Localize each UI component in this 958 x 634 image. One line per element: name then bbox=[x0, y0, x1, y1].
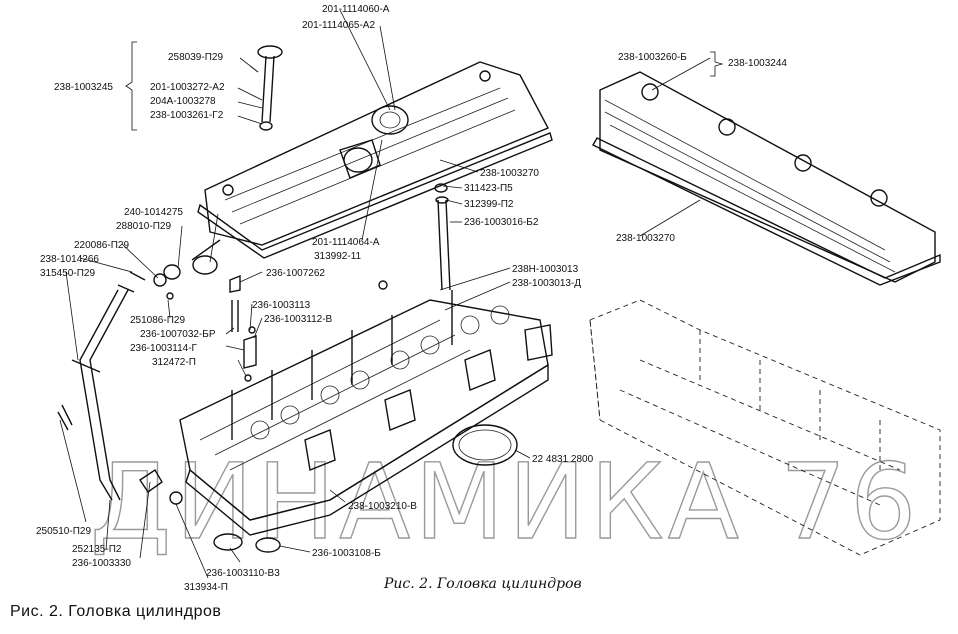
label-250510-p29: 250510-П29 bbox=[36, 526, 91, 537]
label-315450-p29: 315450-П29 bbox=[40, 268, 95, 279]
oil-filler-cap bbox=[339, 105, 409, 179]
label-238-1003245: 238-1003245 bbox=[54, 82, 113, 93]
cylinder-head bbox=[179, 290, 553, 536]
figure-caption: Рис. 2. Головка цилиндров bbox=[383, 576, 582, 592]
label-313934-p: 313934-П bbox=[184, 582, 228, 593]
breather-tube bbox=[57, 239, 221, 501]
label-236-1007262: 236-1007262 bbox=[266, 268, 325, 279]
label-204a-1003278: 204А-1003278 bbox=[150, 96, 216, 107]
page-caption: Рис. 2. Головка цилиндров bbox=[10, 603, 222, 620]
label-236-1007032-br: 236-1007032-БР bbox=[140, 329, 216, 340]
gasket-and-seals bbox=[139, 424, 518, 553]
label-236-1003110-v3: 236-1003110-В3 bbox=[206, 568, 280, 579]
engine-block-outline bbox=[589, 299, 941, 556]
right-valve-cover bbox=[592, 71, 941, 286]
label-312472-p: 312472-П bbox=[152, 357, 196, 368]
label-236-1003016-b2: 236-1003016-Б2 bbox=[464, 217, 539, 228]
label-201-1114065-a2: 201-1114065-А2 bbox=[302, 20, 375, 31]
left-valve-cover bbox=[197, 61, 553, 259]
label-201-1003272-a2: 201-1003272-А2 bbox=[150, 82, 225, 93]
label-238-1003261-g2: 238-1003261-Г2 bbox=[150, 110, 224, 121]
label-238-1003260-b: 238-1003260-Б bbox=[618, 52, 687, 63]
label-238-1003013-d: 238-1003013-Д bbox=[512, 278, 581, 289]
label-22-4831-2800: 22 4831 2800 bbox=[532, 454, 594, 465]
label-240-1014275: 240-1014275 bbox=[124, 207, 183, 218]
label-236-1003330: 236-1003330 bbox=[72, 558, 131, 569]
label-238-1014266: 238-1014266 bbox=[40, 254, 99, 265]
label-312399-p2: 312399-П2 bbox=[464, 199, 514, 210]
label-311423-p5: 311423-П5 bbox=[464, 183, 513, 194]
part-labels: 238-1003245 258039-П29 201-1003272-А2 20… bbox=[36, 4, 787, 593]
label-252135-p2: 252135-П2 bbox=[72, 544, 122, 555]
label-201-1114064-a: 201-1114064-А bbox=[312, 237, 380, 248]
label-236-1003108-b: 236-1003108-Б bbox=[312, 548, 381, 559]
label-236-1003112-v: 236-1003112-В bbox=[264, 314, 333, 325]
leader-lines bbox=[59, 9, 711, 579]
label-238-1003210-v: 238-1003210-В bbox=[348, 501, 417, 512]
label-236-1003113: 236-1003113 bbox=[252, 300, 311, 311]
label-258039-p29: 258039-П29 bbox=[168, 52, 223, 63]
group-bracket-right bbox=[710, 51, 724, 77]
group-bracket-left bbox=[125, 41, 137, 131]
label-238-1003270-b: 238-1003270 bbox=[616, 233, 675, 244]
label-220086-p29: 220086-П29 bbox=[74, 240, 129, 251]
label-238-1003244: 238-1003244 bbox=[728, 58, 787, 69]
label-238n-1003013: 238Н-1003013 bbox=[512, 264, 579, 275]
label-288010-p29: 288010-П29 bbox=[116, 221, 171, 232]
label-238-1003270-a: 238-1003270 bbox=[480, 168, 539, 179]
label-201-1114060-a: 201-1114060-А bbox=[322, 4, 390, 15]
cover-stud bbox=[166, 183, 451, 382]
dipstick bbox=[249, 45, 283, 131]
label-251086-p29: 251086-П29 bbox=[130, 315, 185, 326]
label-236-1003114-g: 236-1003114-Г bbox=[130, 343, 198, 354]
label-313992-11: 313992-11 bbox=[314, 251, 362, 262]
